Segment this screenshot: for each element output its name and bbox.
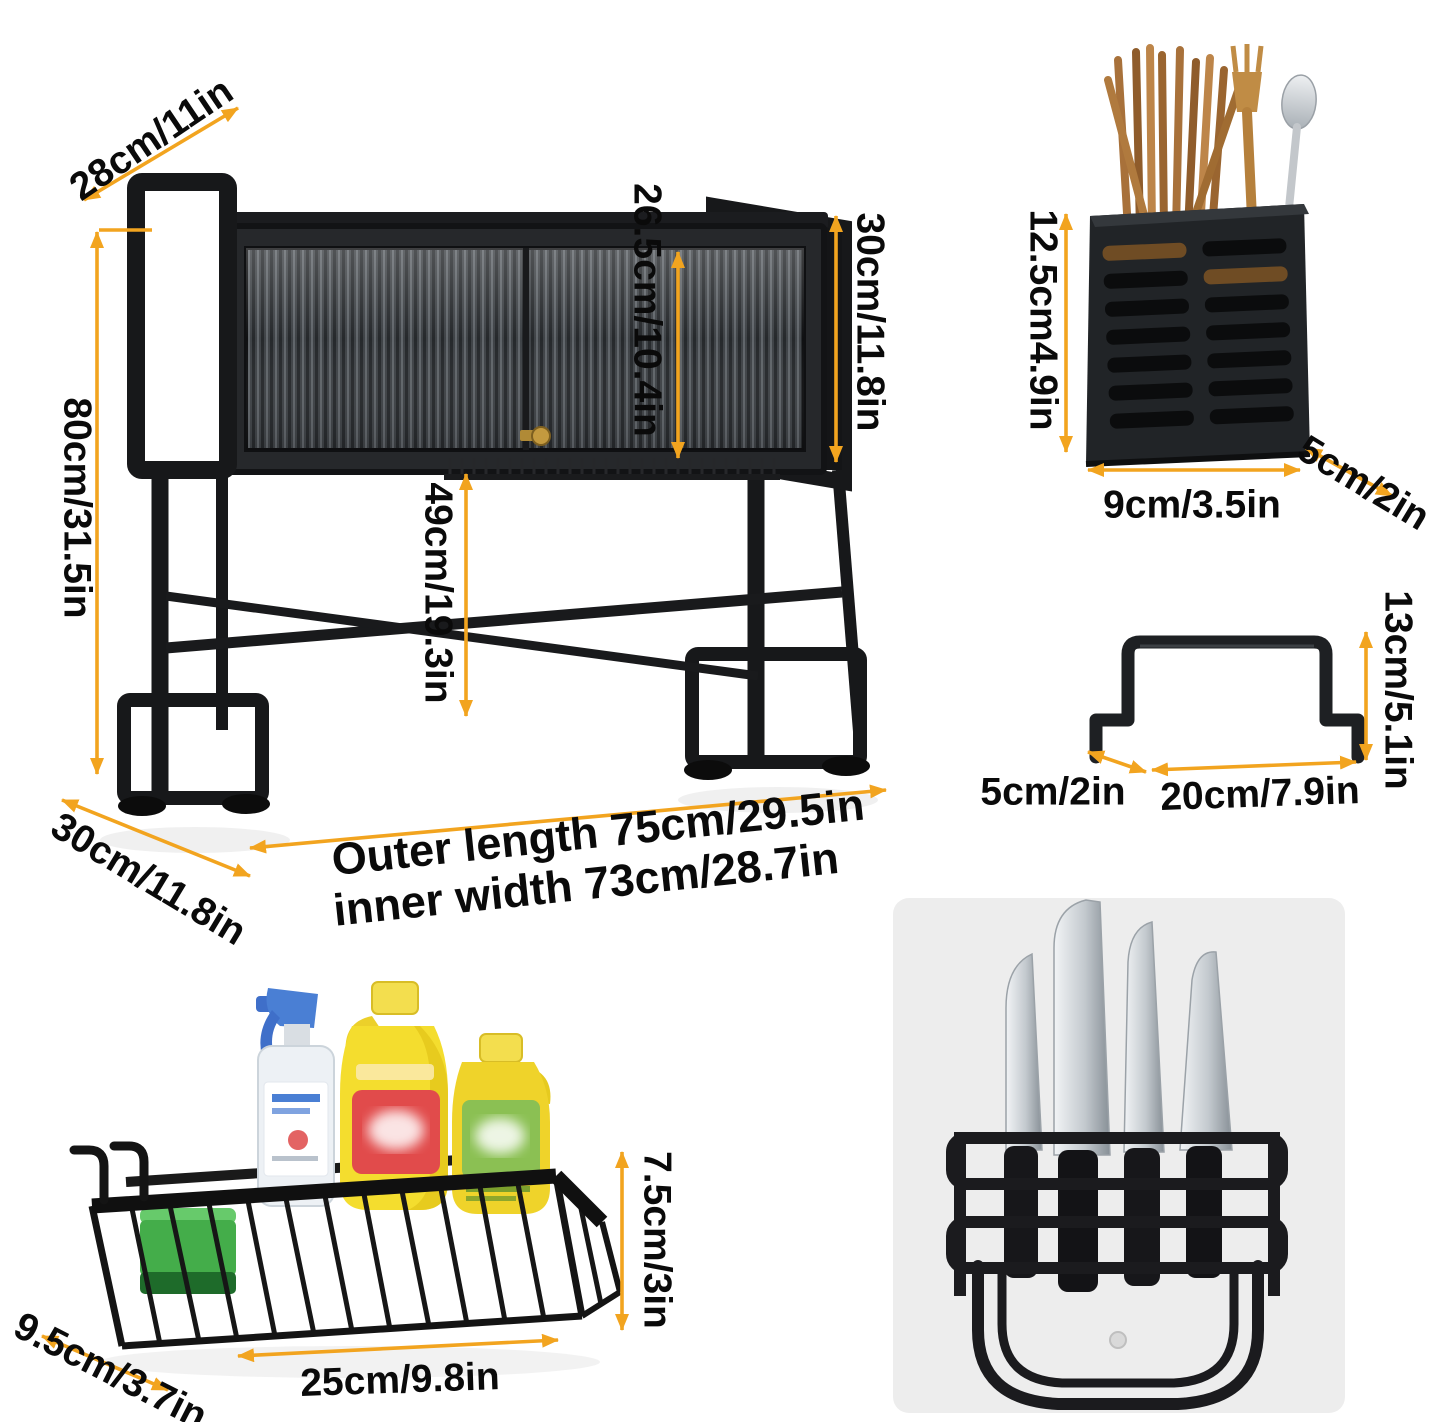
cabinet-knob [531,426,551,446]
dish-soap-bottle-red-label [340,981,448,1210]
basket-wires [128,1178,604,1345]
dish-rack-illustration [117,173,870,816]
basket-illustration [69,981,623,1350]
spoon [1281,74,1317,222]
wooden-fork [1230,44,1264,223]
chopsticks [1104,44,1244,234]
bracket-illustration [1089,635,1365,764]
cabinet-latch [520,430,534,441]
dim-rack-inner-height: 26.5cm/10.4in [625,183,669,437]
knife-holder-frame [946,1132,1288,1410]
knife-holder-card [893,898,1345,1413]
dim-bracket-height: 13cm/5.1in [1376,590,1420,790]
dim-rack-cabinet-height: 30cm/11.8in [848,212,892,432]
dim-holder-height: 12.5cm4.9in [1021,209,1065,431]
dish-soap-bottle-green-label [452,1033,551,1214]
basket-hook [69,1145,109,1205]
utensil-holder-illustration [1085,44,1317,467]
dim-rack-height: 80cm/31.5in [55,397,99,619]
dim-rack-clearance: 49cm/19.3in [416,482,460,704]
dim-bracket-hook: 5cm/2in [980,770,1126,814]
rack-dimension-arrows [61,106,887,878]
dim-bracket-width: 20cm/7.9in [1159,769,1361,819]
bracket-arrows [1087,631,1373,777]
spray-bottle [256,988,335,1207]
basket-arrows [41,1151,629,1392]
utensil-holder-arrows [1059,213,1393,498]
basket-hook [109,1141,149,1202]
dim-basket-width: 25cm/9.8in [299,1355,501,1405]
holder-slots [1102,238,1294,429]
dim-holder-width: 9cm/3.5in [1103,483,1281,527]
dim-basket-height: 7.5cm/3in [635,1151,679,1329]
